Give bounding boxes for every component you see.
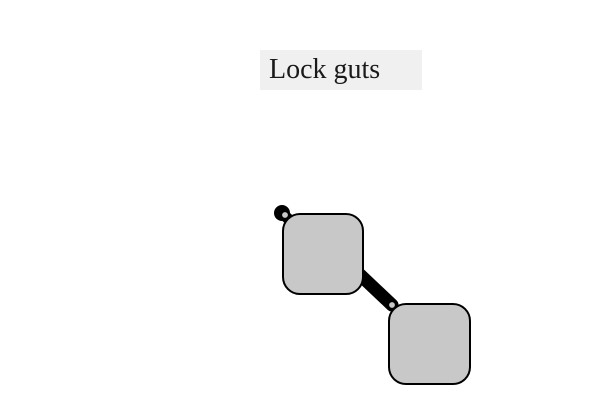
port-node-1 [280,210,290,220]
node-2[interactable] [388,303,471,385]
node-1[interactable] [282,213,364,295]
port-node-2 [387,300,397,310]
diagram-title: Lock guts [260,50,422,90]
